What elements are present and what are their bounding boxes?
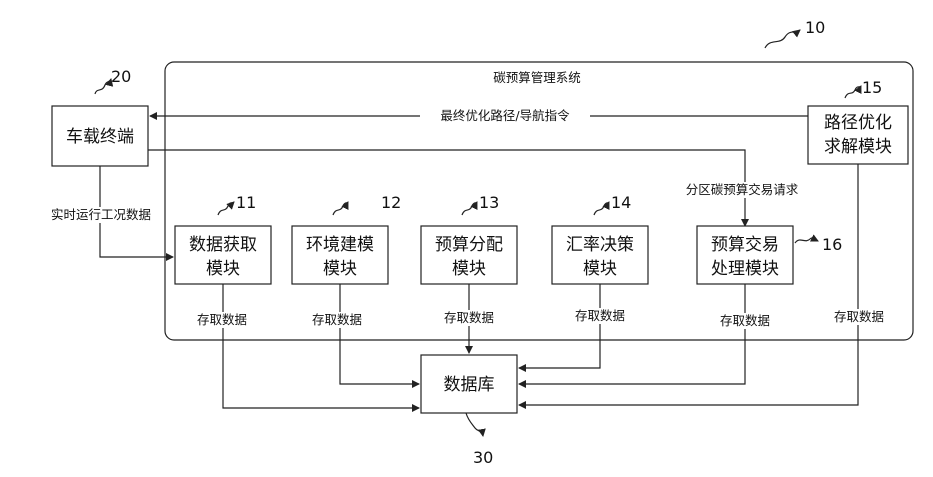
final-route-label: 最终优化路径/导航指令 bbox=[440, 108, 570, 123]
environment-modeling-label-2: 模块 bbox=[323, 259, 357, 279]
access-label-12: 存取数据 bbox=[312, 312, 362, 327]
access-label-13: 存取数据 bbox=[444, 310, 494, 325]
access-label-15: 存取数据 bbox=[834, 309, 884, 324]
access-label-14: 存取数据 bbox=[575, 308, 625, 323]
system-title: 碳预算管理系统 bbox=[493, 70, 581, 85]
data-acquisition-label-1: 数据获取 bbox=[189, 235, 257, 255]
budget-trading-label-2: 处理模块 bbox=[711, 259, 779, 279]
vehicle-terminal-label: 车载终端 bbox=[66, 127, 134, 147]
access-label-11: 存取数据 bbox=[197, 312, 247, 327]
ref-leader-30 bbox=[466, 413, 483, 436]
ref-leader-10 bbox=[765, 30, 800, 48]
zone-request-label: 分区碳预算交易请求 bbox=[686, 182, 799, 197]
budget-trading-label-1: 预算交易 bbox=[711, 235, 779, 255]
environment-modeling-label-1: 环境建模 bbox=[306, 235, 374, 255]
ref-label-30: 30 bbox=[473, 448, 493, 467]
access-label-16: 存取数据 bbox=[720, 313, 770, 328]
database-label: 数据库 bbox=[444, 375, 495, 395]
budget-allocation-label-1: 预算分配 bbox=[435, 235, 503, 255]
ref-label-13: 13 bbox=[479, 193, 499, 212]
budget-allocation-label-2: 模块 bbox=[452, 259, 486, 279]
ref-label-10: 10 bbox=[805, 18, 825, 37]
ref-label-16: 16 bbox=[822, 235, 842, 254]
ref-label-15: 15 bbox=[862, 78, 882, 97]
route-optimization-label-1: 路径优化 bbox=[824, 113, 892, 133]
ref-leader-20 bbox=[95, 79, 111, 94]
system-boundary bbox=[165, 62, 913, 340]
realtime-data-label: 实时运行工况数据 bbox=[51, 207, 151, 222]
route-optimization-label-2: 求解模块 bbox=[824, 137, 892, 157]
exchange-rate-label-1: 汇率决策 bbox=[566, 235, 634, 255]
exchange-rate-label-2: 模块 bbox=[583, 259, 617, 279]
ref-label-14: 14 bbox=[611, 193, 631, 212]
ref-label-20: 20 bbox=[111, 67, 131, 86]
data-acquisition-label-2: 模块 bbox=[206, 259, 240, 279]
ref-label-11: 11 bbox=[236, 193, 256, 212]
ref-label-12: 12 bbox=[381, 193, 401, 212]
